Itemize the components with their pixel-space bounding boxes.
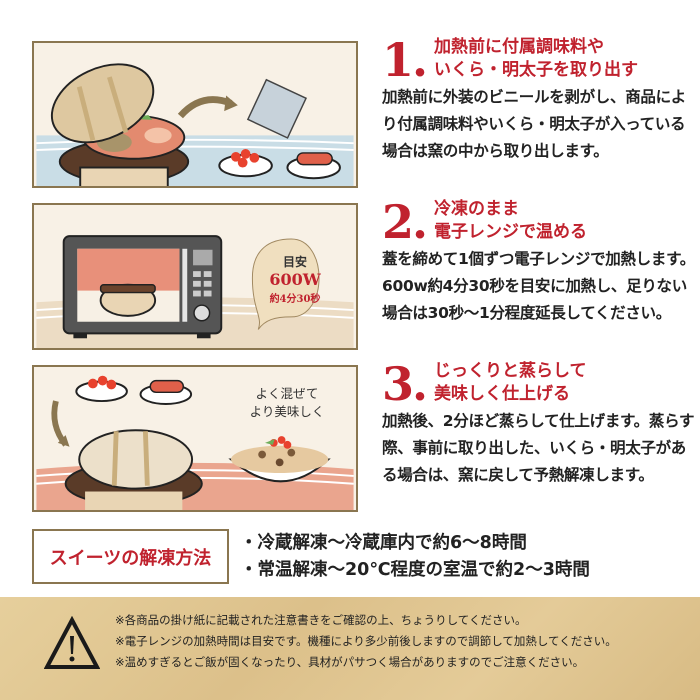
sweets-thaw-label: スイーツの解凍方法 [32, 529, 229, 584]
bubble-time: 約4分30秒 [269, 294, 321, 305]
step-1: 1. 加熱前に付属調味料や いくら・明太子を取り出す 加熱前に外装のビニールを剥… [382, 30, 700, 165]
step-number: 3. [382, 357, 428, 411]
step-title: 電子レンジで温める [434, 222, 587, 242]
caption-line: より美味しく [249, 404, 325, 419]
time-bubble: 目安 600W 約4分30秒 [256, 253, 334, 305]
notice-line: ※各商品の掛け紙に記載された注意書きをご確認の上、ちょうりしてください。 [115, 613, 527, 627]
step2-illustration: 目安 600W 約4分30秒 [32, 203, 358, 350]
thaw-item-fridge: ・冷蔵解凍～冷蔵庫内で約6～8時間 [240, 533, 527, 553]
step-title: じっくりと蒸らして [434, 361, 587, 381]
caution-notice: ※各商品の掛け紙に記載された注意書きをご確認の上、ちょうりしてください。 ※電子… [0, 597, 700, 700]
step-number: 2. [382, 195, 428, 249]
thaw-methods-list: ・冷蔵解凍～冷蔵庫内で約6～8時間 ・常温解凍～20℃程度の室温で約2～3時間 [240, 530, 590, 584]
step-title: 冷凍のまま [434, 199, 519, 219]
step-3: 3. じっくりと蒸らして 美味しく仕上げる 加熱後、2分ほど蒸らして仕上げます。… [382, 354, 700, 489]
bubble-label: 目安 [282, 255, 307, 269]
step-number: 1. [382, 33, 428, 87]
microwave-icon [36, 235, 354, 348]
mix-caption: よく混ぜて より美味しく [242, 385, 332, 421]
step3-illustration: よく混ぜて より美味しく [32, 365, 358, 512]
step-2: 2. 冷凍のまま 電子レンジで温める 蓋を締めて1個ずつ電子レンジで加熱します。… [382, 192, 700, 327]
bubble-watt: 600W [269, 270, 321, 289]
thaw-item-room: ・常温解凍～20℃程度の室温で約2～3時間 [240, 560, 590, 580]
step-title: 美味しく仕上げる [434, 384, 570, 404]
pot-open-icon [36, 63, 354, 186]
pot-and-bowl-icon [36, 375, 354, 510]
warning-triangle-icon [44, 616, 100, 669]
caption-line: よく混ぜて [255, 386, 319, 401]
step-description: 加熱前に外装のビニールを剥がし、商品により付属調味料やいくら・明太子が入っている… [382, 88, 687, 160]
step-title: 加熱前に付属調味料や [434, 37, 604, 57]
step-title: いくら・明太子を取り出す [434, 60, 638, 80]
notice-line: ※電子レンジの加熱時間は目安です。機種により多少前後しますので調節して加熱してく… [115, 634, 617, 648]
step-description: 加熱後、2分ほど蒸らして仕上げます。蒸らす際、事前に取り出した、いくら・明太子が… [382, 412, 695, 484]
step1-illustration [32, 41, 358, 188]
notice-line: ※温めすぎるとご飯が固くなったり、具材がパサつく場合がありますのでご注意ください… [115, 655, 585, 669]
step-description: 蓋を締めて1個ずつ電子レンジで加熱します。600w約4分30秒を目安に加熱し、足… [382, 250, 695, 322]
